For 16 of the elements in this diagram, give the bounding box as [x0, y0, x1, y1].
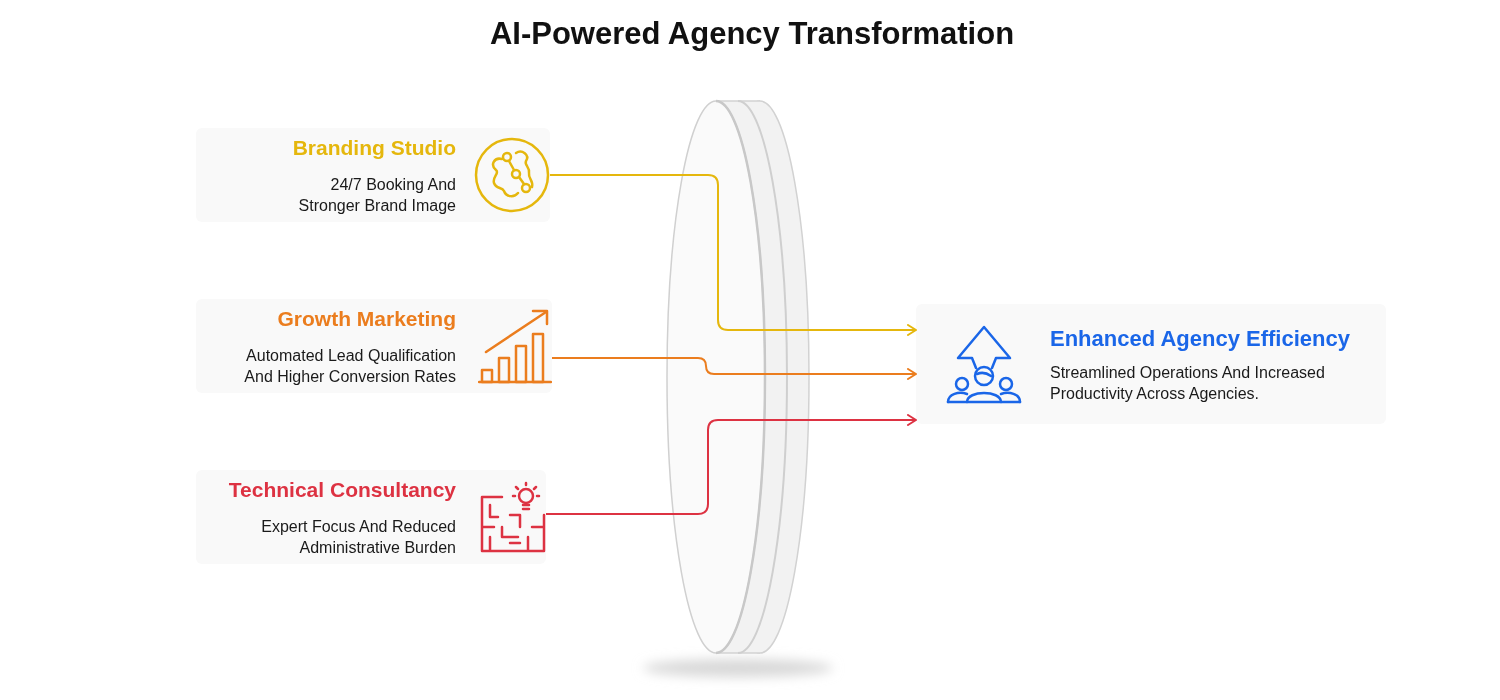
diagram-title: AI-Powered Agency Transformation [489, 15, 1015, 53]
feature-panel [196, 470, 546, 564]
arrow [549, 174, 917, 336]
feature-description: Automated Lead Qualification And Higher Conversion Rates [243, 346, 456, 387]
feature-panel [196, 128, 550, 222]
feature-heading: Enhanced Agency Efficiency [1050, 325, 1350, 353]
feature-description: Streamlined Operations And Increased Productivity Across Agencies. [1050, 363, 1326, 404]
feature-heading: Growth Marketing [277, 306, 456, 332]
feature-heading: Branding Studio [292, 135, 456, 161]
feature-description: Expert Focus And Reduced Administrative Burden [260, 517, 456, 558]
feature-description: 24/7 Booking And Stronger Brand Image [297, 175, 456, 216]
feature-heading: Technical Consultancy [228, 477, 456, 503]
feature-panel [196, 299, 552, 393]
feature-panel [916, 304, 1386, 424]
arrow [551, 357, 917, 380]
arrow [545, 414, 917, 515]
